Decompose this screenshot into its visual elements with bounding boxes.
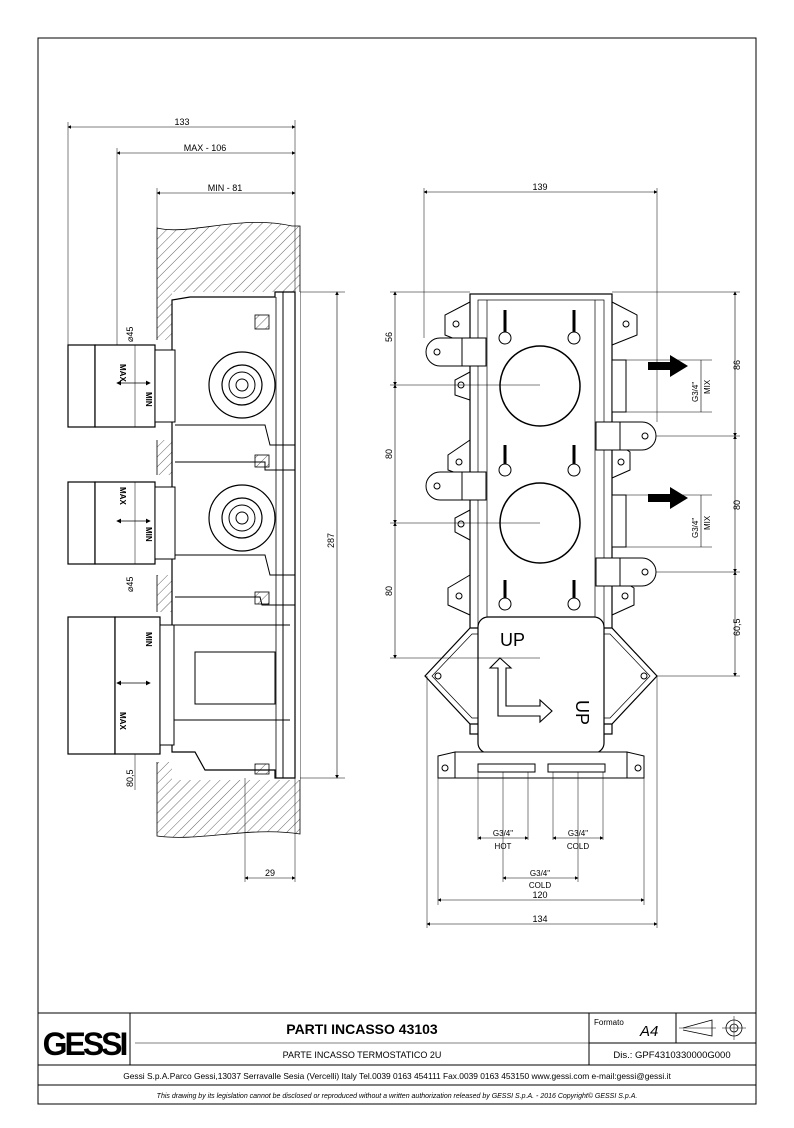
label-max-middle: MAX bbox=[118, 487, 127, 505]
title-block: GESSI PARTI INCASSO 43103 PARTE INCASSO … bbox=[37, 1012, 757, 1105]
label-min-middle: MIN bbox=[144, 527, 153, 542]
inlet-hot-size: G3/4" bbox=[493, 829, 513, 838]
dim-86: 86 bbox=[732, 360, 742, 370]
label-min-top: MIN bbox=[144, 392, 153, 407]
up-label-side: UP bbox=[572, 700, 592, 725]
dim-56: 56 bbox=[384, 332, 394, 342]
drawing-number: Dis.: GPF4310330000G000 bbox=[613, 1050, 730, 1061]
up-label-top: UP bbox=[500, 630, 525, 650]
valve-middle bbox=[208, 484, 276, 552]
drawing-subtitle: PARTE INCASSO TERMOSTATICO 2U bbox=[283, 1050, 442, 1060]
dim-80-5: 80,5 bbox=[125, 769, 135, 787]
drawing-title: PARTI INCASSO 43103 bbox=[286, 1021, 438, 1037]
formato-label: Formato bbox=[594, 1018, 624, 1027]
copyright-line: This drawing by its legislation cannot b… bbox=[157, 1092, 638, 1100]
label-max-top: MAX bbox=[118, 364, 127, 382]
company-line: Gessi S.p.A.Parco Gessi,13037 Serravalle… bbox=[123, 1071, 671, 1081]
label-min-bottom: MIN bbox=[144, 632, 153, 647]
dim-29: 29 bbox=[265, 868, 275, 878]
opening-top bbox=[499, 345, 581, 427]
dim-287: 287 bbox=[326, 533, 336, 548]
outlet-2-size: G3/4" bbox=[691, 518, 700, 538]
outlet-2-label: MIX bbox=[703, 515, 712, 530]
gessi-logo: GESSI bbox=[43, 1026, 127, 1062]
dim-80-b: 80 bbox=[384, 586, 394, 596]
dim-133: 133 bbox=[174, 117, 189, 127]
formato-value: A4 bbox=[639, 1023, 658, 1040]
valve-top bbox=[208, 351, 276, 419]
dim-134: 134 bbox=[532, 914, 547, 924]
outlet-1-label: MIX bbox=[703, 379, 712, 394]
protection-cap bbox=[477, 616, 605, 754]
dim-max-106: MAX - 106 bbox=[184, 143, 227, 153]
inlet-cold2-label: COLD bbox=[529, 881, 551, 890]
knob-bottom bbox=[67, 616, 175, 755]
knob-top bbox=[67, 344, 176, 428]
outlet-arrow-2 bbox=[648, 487, 688, 509]
label-max-bottom: MAX bbox=[118, 712, 127, 730]
inlet-cold-size: G3/4" bbox=[568, 829, 588, 838]
outlet-1-size: G3/4" bbox=[691, 382, 700, 402]
outlet-arrow-1 bbox=[648, 355, 688, 377]
dim-139: 139 bbox=[532, 182, 547, 192]
front-view: UP UP 139 56 80 80 bbox=[384, 182, 742, 928]
dim-diameter-bottom: ⌀45 bbox=[125, 577, 135, 592]
dim-diameter-top: ⌀45 bbox=[125, 327, 135, 342]
projection-symbol-icon bbox=[679, 1016, 746, 1040]
dim-80-right: 80 bbox=[732, 500, 742, 510]
side-view: MAX MIN MAX MIN MIN MAX 133 MAX - 106 MI… bbox=[52, 117, 345, 882]
inlet-cold-label: COLD bbox=[567, 842, 589, 851]
dim-80-a: 80 bbox=[384, 449, 394, 459]
inlet-hot-label: HOT bbox=[495, 842, 512, 851]
dim-60-5: 60,5 bbox=[732, 618, 742, 636]
dim-min-81: MIN - 81 bbox=[208, 183, 243, 193]
knob-middle bbox=[67, 481, 176, 565]
inlet-cold2-size: G3/4" bbox=[530, 869, 550, 878]
screws bbox=[498, 310, 581, 611]
up-arrow bbox=[488, 657, 553, 724]
dim-120: 120 bbox=[532, 890, 547, 900]
